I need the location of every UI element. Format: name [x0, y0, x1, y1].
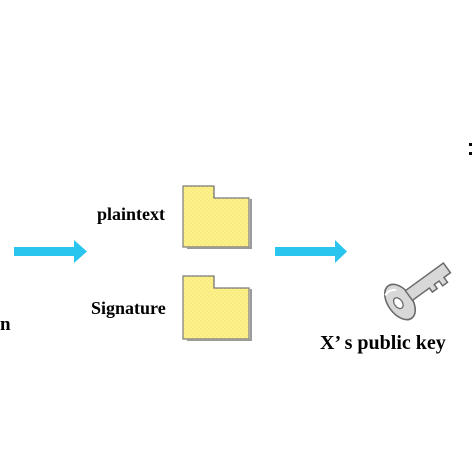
folder-icon: [182, 275, 252, 341]
folder-icon: [182, 185, 252, 249]
edge-mark: [469, 152, 472, 155]
public-key-label: X’ s public key: [320, 332, 446, 354]
arrow-right-icon: [14, 240, 87, 263]
edge-mark: [469, 143, 472, 146]
left-fragment-label: n: [0, 314, 11, 335]
arrow-right-icon: [275, 240, 347, 263]
key-icon: [383, 262, 452, 321]
plaintext-label: plaintext: [97, 204, 166, 224]
signature-label: Signature: [91, 298, 166, 318]
